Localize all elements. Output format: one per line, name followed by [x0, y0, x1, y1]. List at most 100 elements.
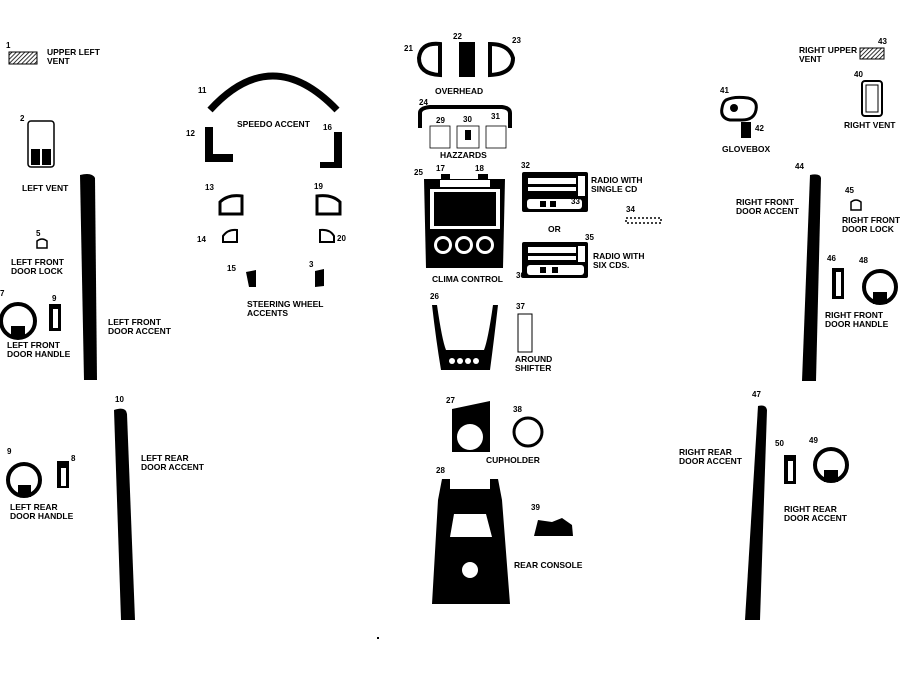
label-overhead: OVERHEAD	[435, 86, 484, 96]
part-number-1: 1	[6, 41, 11, 50]
part-hazzards-right	[485, 125, 507, 149]
part-number-13: 13	[205, 183, 214, 192]
part-around-shifter	[517, 313, 533, 353]
part-left-rear-door-accent-strip	[114, 408, 135, 620]
part-overhead-22	[459, 42, 475, 77]
part-number-40: 40	[854, 70, 863, 79]
part-number-41: 41	[720, 86, 729, 95]
label-hazzards: HAZZARDS	[440, 150, 487, 160]
part-number-31: 31	[491, 112, 500, 121]
label-right-vent: RIGHT VENT	[844, 120, 896, 130]
label-left-rear-door-accent: LEFT REAR DOOR ACCENT	[141, 453, 204, 472]
part-number-26: 26	[430, 292, 439, 301]
label-left-front-door-accent: LEFT FRONT DOOR ACCENT	[108, 317, 171, 336]
part-right-front-door-accent-strip	[802, 174, 821, 381]
part-number-3: 3	[309, 260, 314, 269]
label-speedo-accent: SPEEDO ACCENT	[237, 119, 310, 129]
part-cupholder-plate	[452, 401, 490, 452]
part-number-30: 30	[463, 115, 472, 124]
part-number-44: 44	[795, 162, 804, 171]
part-number-5: 5	[36, 229, 41, 238]
part-number-10: 10	[115, 395, 124, 404]
part-right-rear-door-accent-strip	[745, 405, 767, 620]
part-overhead-23	[488, 41, 516, 78]
part-cupholder-ring	[512, 416, 544, 448]
part-hazzards-frame	[418, 105, 512, 128]
part-left-front-door-handle	[0, 302, 37, 340]
part-number-14: 14	[197, 235, 206, 244]
part-left-front-door-accent-strip	[80, 174, 97, 380]
part-number-39: 39	[531, 503, 540, 512]
part-radio-single-cd	[522, 172, 588, 212]
label-left-front-door-handle: LEFT FRONT DOOR HANDLE	[7, 340, 71, 359]
label-right-front-door-handle: RIGHT FRONT DOOR HANDLE	[825, 310, 889, 329]
part-number-8: 8	[71, 454, 76, 463]
part-number-45: 45	[845, 186, 854, 195]
part-number-9-rear: 9	[7, 447, 12, 456]
part-speedo-accent-arc	[207, 72, 340, 113]
part-number-29: 29	[436, 116, 445, 125]
part-number-12: 12	[186, 129, 195, 138]
part-clima-control	[424, 174, 505, 268]
part-number-47: 47	[752, 390, 761, 399]
part-number-17: 17	[436, 164, 445, 173]
label-cupholder: CUPHOLDER	[486, 455, 540, 465]
part-left-rear-door-handle-insert	[57, 461, 69, 488]
part-number-19: 19	[314, 182, 323, 191]
label-upper-left-vent: UPPER LEFT VENT	[47, 47, 100, 66]
label-or: OR	[548, 224, 561, 234]
part-number-9-front: 9	[52, 294, 57, 303]
part-number-20: 20	[337, 234, 346, 243]
part-hazzards-left	[429, 125, 451, 149]
part-number-50: 50	[775, 439, 784, 448]
part-number-36: 36	[516, 271, 525, 280]
part-right-upper-vent	[859, 47, 885, 60]
part-radio-six-cds	[522, 242, 588, 278]
part-steering-accent-14	[222, 228, 238, 243]
part-steering-accent-3	[315, 269, 324, 287]
part-left-front-door-handle-insert	[49, 304, 61, 331]
part-right-front-door-handle-insert	[832, 268, 844, 299]
label-clima-control: CLIMA CONTROL	[432, 274, 503, 284]
part-number-18: 18	[475, 164, 484, 173]
label-around-shifter: AROUND SHIFTER	[515, 354, 553, 373]
label-steering-wheel-accents: STEERING WHEEL ACCENTS	[247, 299, 324, 318]
part-number-25: 25	[414, 168, 423, 177]
label-rear-console: REAR CONSOLE	[514, 560, 583, 570]
label-left-rear-door-handle: LEFT REAR DOOR HANDLE	[10, 502, 74, 521]
part-hazzards-button	[465, 130, 471, 140]
part-right-vent	[861, 80, 883, 117]
part-steering-accent-19	[315, 194, 342, 216]
part-rear-console	[432, 479, 510, 604]
part-number-37: 37	[516, 302, 525, 311]
part-speedo-accent-left	[205, 127, 233, 162]
part-number-27: 27	[446, 396, 455, 405]
part-number-16: 16	[323, 123, 332, 132]
part-number-34: 34	[626, 205, 635, 214]
part-number-33: 33	[571, 197, 580, 206]
part-left-rear-door-handle	[6, 462, 42, 498]
part-39-rear-console-cap	[534, 518, 573, 536]
part-number-22: 22	[453, 32, 462, 41]
part-number-2: 2	[20, 114, 25, 123]
label-left-vent: LEFT VENT	[22, 183, 69, 193]
part-number-35: 35	[585, 233, 594, 242]
part-overhead-21	[416, 41, 442, 78]
label-left-front-door-lock: LEFT FRONT DOOR LOCK	[11, 257, 64, 276]
stray-dot	[377, 637, 379, 639]
part-upper-left-vent	[8, 51, 38, 65]
part-number-48: 48	[859, 256, 868, 265]
label-radio-single-cd: RADIO WITH SINGLE CD	[591, 175, 643, 194]
part-right-rear-door-handle-insert	[784, 455, 796, 484]
label-radio-six-cds: RADIO WITH SIX CDS.	[593, 251, 645, 270]
label-right-upper-vent: RIGHT UPPER VENT	[799, 45, 858, 64]
part-glovebox	[720, 95, 758, 122]
part-number-15: 15	[227, 264, 236, 273]
label-right-rear-door-accent-strip: RIGHT REAR DOOR ACCENT	[679, 447, 742, 466]
part-number-7: 7	[0, 289, 5, 298]
part-34-strip	[625, 217, 662, 224]
part-speedo-accent-right	[320, 132, 342, 168]
part-number-23: 23	[512, 36, 521, 45]
part-glovebox-42	[741, 122, 751, 138]
